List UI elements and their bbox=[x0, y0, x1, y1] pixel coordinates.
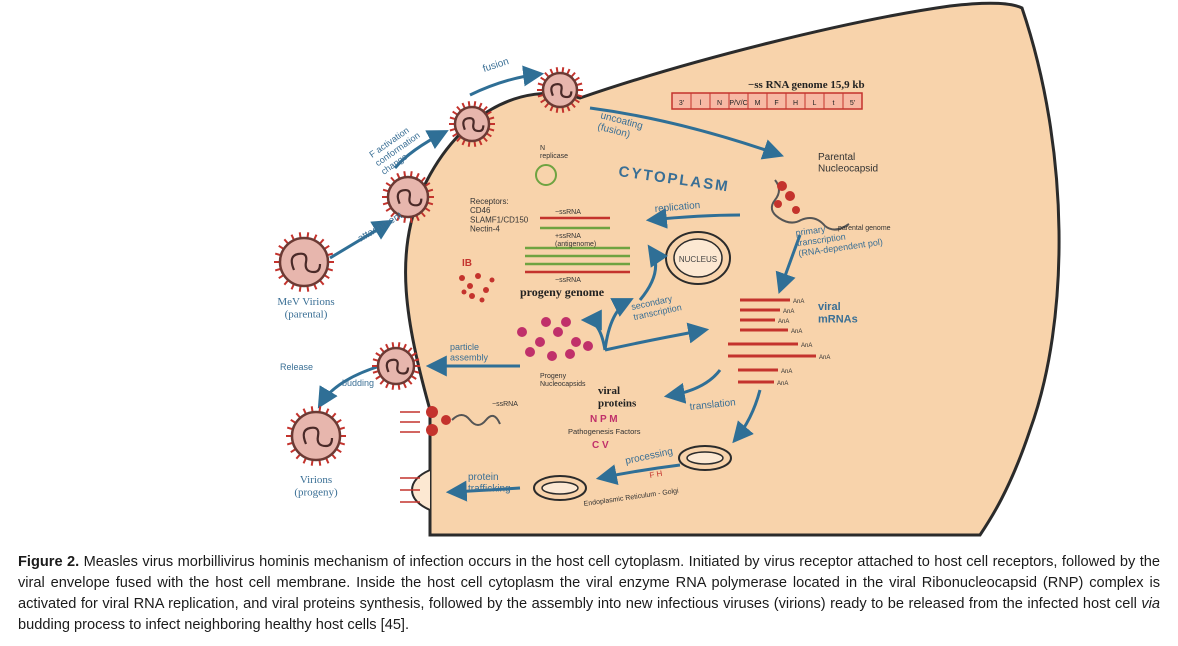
nucleocapsid-particle bbox=[571, 337, 581, 347]
minus-ssrna-label: −ssRNA bbox=[555, 209, 581, 216]
parental-nucleocapsid bbox=[770, 179, 850, 231]
activating-virion bbox=[449, 101, 495, 147]
nucleocapsid-particle bbox=[561, 317, 571, 327]
mrna-tail-label: AnA bbox=[791, 329, 802, 335]
ib-label: IB bbox=[462, 258, 472, 269]
antigenome-label: +ssRNA(antigenome) bbox=[555, 233, 596, 248]
attached-virion bbox=[382, 171, 434, 223]
mrna-tail-label: AnA bbox=[778, 319, 789, 325]
nucleocapsid-particle bbox=[583, 341, 593, 351]
genome-segment-label: F bbox=[774, 100, 778, 107]
figure-caption: Figure 2. Measles virus morbillivirus ho… bbox=[18, 552, 1160, 636]
nucleocapsid-particle bbox=[547, 351, 557, 361]
caption-italic: via bbox=[1141, 596, 1160, 612]
genome-segment-label: M bbox=[755, 100, 761, 107]
nucleocapsid-particle bbox=[541, 317, 551, 327]
mrna-tail-label: AnA bbox=[819, 355, 830, 361]
parental-genome-label: parental genome bbox=[838, 225, 891, 232]
attachment-label: attachment bbox=[356, 210, 405, 244]
fh-glycoprotein-label: F H bbox=[649, 469, 663, 480]
membrane-glycoproteins bbox=[400, 406, 501, 511]
genome-segment-label: L bbox=[813, 100, 817, 107]
genome-segment-label: 5' bbox=[850, 100, 855, 107]
budding-label: budding bbox=[342, 378, 374, 388]
mrna-tail-label: AnA bbox=[801, 343, 812, 349]
genome-segment-label: 3' bbox=[679, 100, 684, 107]
caption-label: Figure 2. bbox=[18, 554, 80, 570]
minus-rna-label: −ssRNA bbox=[492, 401, 518, 408]
fusing-virion bbox=[537, 67, 583, 113]
mrna-tail-label: AnA bbox=[781, 369, 792, 375]
nucleus-label: NUCLEUS bbox=[679, 255, 717, 264]
nucleocapsid-particle bbox=[525, 347, 535, 357]
genome-segment bbox=[842, 92, 863, 110]
protein-codes-top: N P M bbox=[590, 414, 618, 425]
genome-segment-label: H bbox=[793, 100, 798, 107]
inclusion-bodies bbox=[459, 273, 495, 303]
protein-codes-bottom: C V bbox=[592, 440, 609, 451]
rna-genome-label: −ss RNA genome 15,9 kb bbox=[748, 79, 865, 91]
progeny-virion bbox=[286, 406, 346, 466]
progeny-minus-label: −ssRNA bbox=[555, 277, 581, 284]
nucleocapsid-particle bbox=[535, 337, 545, 347]
genome-segment-label: t bbox=[833, 100, 835, 107]
genome-segment-label: P/V/C bbox=[729, 100, 747, 107]
mrna-tail-label: AnA bbox=[777, 381, 788, 387]
progeny-nucleocapsid-cluster bbox=[517, 317, 593, 361]
nucleocapsid-particle bbox=[553, 327, 563, 337]
release-label: Release bbox=[280, 362, 313, 372]
nucleocapsid-particle bbox=[565, 349, 575, 359]
parental-virions-label: MeV Virions(parental) bbox=[277, 296, 334, 321]
replication-label: replication bbox=[654, 200, 700, 215]
caption-text-1: Measles virus morbillivirus hominis mech… bbox=[18, 554, 1160, 612]
mrna-tail-label: AnA bbox=[783, 309, 794, 315]
er-golgi-vesicles bbox=[533, 445, 732, 501]
budding-virion bbox=[372, 342, 420, 390]
progeny-virions-label: Virions(progeny) bbox=[294, 474, 338, 499]
replication-strands bbox=[525, 164, 630, 274]
parental-virion bbox=[274, 232, 334, 292]
fusion-label: fusion bbox=[482, 56, 511, 75]
caption-text-2: budding process to infect neighboring he… bbox=[18, 617, 410, 633]
progeny-genome-label: progeny genome bbox=[520, 285, 605, 299]
primary-transcription-label: primarytranscription(RNA-dependent pol) bbox=[795, 216, 884, 258]
genome-segment-label: l bbox=[700, 100, 702, 107]
infection-cycle-figure: NUCLEUS −ss RNA genome 15,9 kb 3' l N P/V/C… bbox=[274, 1, 1061, 537]
pathogenesis-label: Pathogenesis Factors bbox=[568, 427, 641, 436]
nucleocapsid-particle bbox=[517, 327, 527, 337]
mrna-tail-label: AnA bbox=[793, 299, 804, 305]
pathway-arrows bbox=[317, 65, 802, 502]
translation-label: translation bbox=[689, 397, 736, 413]
nucleus: NUCLEUS bbox=[665, 231, 731, 285]
genome-segment-label: N bbox=[717, 100, 722, 107]
